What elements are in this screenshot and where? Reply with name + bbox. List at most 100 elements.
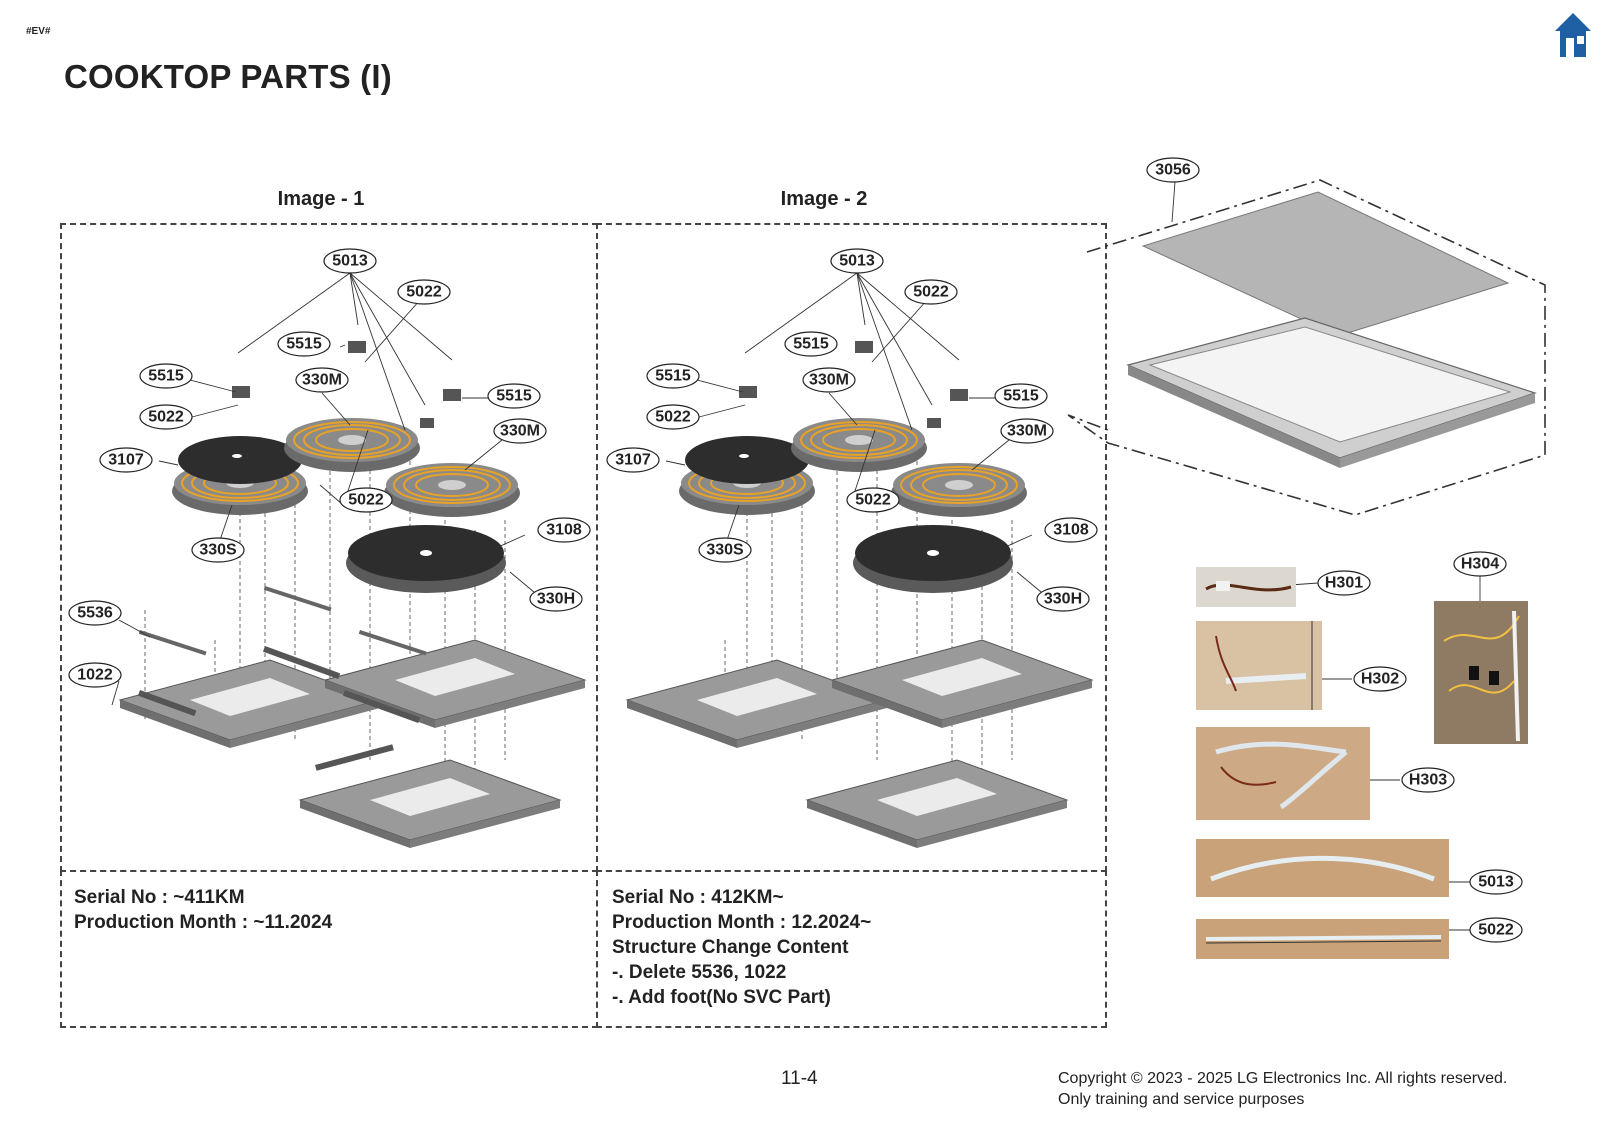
harness-photo-5013 — [1196, 839, 1449, 897]
svg-text:3108: 3108 — [1053, 522, 1089, 539]
label-5536[interactable]: 5536 — [68, 600, 122, 626]
label-1022[interactable]: 1022 — [68, 662, 122, 688]
image-2-notes: Serial No : 412KM~ Production Month : 12… — [612, 885, 871, 1010]
svg-text:330H: 330H — [537, 591, 575, 608]
label-5022[interactable]: 5022 — [846, 487, 900, 513]
label-H303[interactable]: H303 — [1401, 767, 1455, 793]
svg-text:3056: 3056 — [1155, 162, 1191, 179]
label-3056[interactable]: 3056 — [1146, 157, 1200, 183]
production-month-note: Production Month : 12.2024~ — [612, 912, 872, 933]
label-330S[interactable]: 330S — [191, 537, 245, 563]
label-5515[interactable]: 5515 — [646, 363, 700, 389]
label-5022[interactable]: 5022 — [397, 279, 451, 305]
svg-text:5536: 5536 — [77, 605, 113, 622]
image-2-note-frame — [596, 870, 1107, 1028]
label-5013-harness[interactable]: 5013 — [1469, 869, 1523, 895]
structure-change-note: Structure Change Content — [612, 937, 849, 958]
svg-text:5515: 5515 — [148, 368, 184, 385]
svg-text:H301: H301 — [1325, 575, 1363, 592]
label-330H[interactable]: 330H — [1036, 586, 1090, 612]
harness-labels: H301 H302 H303 H304 5013 5022 — [1317, 551, 1523, 943]
svg-text:5515: 5515 — [793, 336, 829, 353]
svg-text:5013: 5013 — [332, 253, 368, 270]
svg-text:330S: 330S — [199, 542, 237, 559]
copyright-line-1: Copyright © 2023 - 2025 LG Electronics I… — [1058, 1070, 1508, 1087]
add-foot-note: -. Add foot(No SVC Part) — [612, 987, 831, 1008]
label-5515[interactable]: 5515 — [784, 331, 838, 357]
svg-text:5022: 5022 — [1478, 922, 1514, 939]
harness-photo-h303 — [1196, 727, 1370, 820]
svg-text:5013: 5013 — [1478, 874, 1514, 891]
copyright-line-2: Only training and service purposes — [1058, 1091, 1305, 1108]
harness-photo-5022 — [1196, 919, 1449, 959]
svg-text:330M: 330M — [302, 372, 342, 389]
label-330M[interactable]: 330M — [295, 367, 349, 393]
image-1-notes: Serial No : ~411KM Production Month : ~1… — [74, 885, 332, 935]
page-number: 11-4 — [781, 1068, 818, 1089]
svg-text:3108: 3108 — [546, 522, 582, 539]
label-330S[interactable]: 330S — [698, 537, 752, 563]
svg-text:5515: 5515 — [1003, 388, 1039, 405]
page-title: COOKTOP PARTS (I) — [64, 58, 392, 95]
production-month-note: Production Month : ~11.2024 — [74, 912, 333, 933]
svg-text:5022: 5022 — [348, 492, 384, 509]
svg-text:330M: 330M — [809, 372, 849, 389]
image-2-title: Image - 2 — [780, 188, 868, 210]
document-tag: #EV# — [26, 26, 51, 37]
glass-top-diagram — [1067, 179, 1546, 516]
svg-text:H302: H302 — [1361, 671, 1399, 688]
image-1-diagram: 5013 5022 5515 5515 330M 5515 5022 330M … — [68, 248, 591, 849]
label-3107[interactable]: 3107 — [99, 447, 153, 473]
svg-text:5022: 5022 — [913, 284, 949, 301]
label-H301[interactable]: H301 — [1317, 570, 1371, 596]
label-330M[interactable]: 330M — [493, 418, 547, 444]
image-2-diagram: 5013 5022 5515 5515 330M 5515 5022 330M … — [606, 248, 1098, 849]
label-5515[interactable]: 5515 — [994, 383, 1048, 409]
label-5515[interactable]: 5515 — [277, 331, 331, 357]
label-5022[interactable]: 5022 — [904, 279, 958, 305]
label-5013[interactable]: 5013 — [830, 248, 884, 274]
svg-text:5515: 5515 — [496, 388, 532, 405]
label-5022[interactable]: 5022 — [139, 404, 193, 430]
svg-text:330H: 330H — [1044, 591, 1082, 608]
svg-text:330S: 330S — [706, 542, 744, 559]
label-5022[interactable]: 5022 — [339, 487, 393, 513]
svg-text:5022: 5022 — [655, 409, 691, 426]
harness-photo-h302 — [1196, 621, 1322, 710]
harness-photo-h301 — [1196, 567, 1296, 607]
svg-text:5515: 5515 — [286, 336, 322, 353]
svg-text:3107: 3107 — [108, 452, 144, 469]
copyright: Copyright © 2023 - 2025 LG Electronics I… — [1058, 1068, 1507, 1110]
label-330M[interactable]: 330M — [802, 367, 856, 393]
home-icon[interactable] — [1554, 12, 1592, 58]
label-3107[interactable]: 3107 — [606, 447, 660, 473]
svg-text:5022: 5022 — [148, 409, 184, 426]
label-3108[interactable]: 3108 — [1044, 517, 1098, 543]
label-5013[interactable]: 5013 — [323, 248, 377, 274]
svg-text:330M: 330M — [500, 423, 540, 440]
svg-text:3107: 3107 — [615, 452, 651, 469]
label-5022-harness[interactable]: 5022 — [1469, 917, 1523, 943]
svg-text:5022: 5022 — [855, 492, 891, 509]
svg-text:1022: 1022 — [77, 667, 113, 684]
serial-note: Serial No : 412KM~ — [612, 887, 784, 908]
label-330M[interactable]: 330M — [1000, 418, 1054, 444]
serial-note: Serial No : ~411KM — [74, 887, 245, 908]
label-H302[interactable]: H302 — [1353, 666, 1407, 692]
label-5515[interactable]: 5515 — [487, 383, 541, 409]
image-1-title: Image - 1 — [277, 188, 365, 210]
svg-text:H303: H303 — [1409, 772, 1447, 789]
svg-text:5013: 5013 — [839, 253, 875, 270]
label-5022[interactable]: 5022 — [646, 404, 700, 430]
label-H304[interactable]: H304 — [1453, 551, 1507, 577]
label-3108[interactable]: 3108 — [537, 517, 591, 543]
image-1-labels: 5013 5022 5515 5515 330M 5515 5022 330M … — [68, 248, 591, 688]
label-330H[interactable]: 330H — [529, 586, 583, 612]
delete-note: -. Delete 5536, 1022 — [612, 962, 787, 983]
svg-text:5515: 5515 — [655, 368, 691, 385]
svg-text:5022: 5022 — [406, 284, 442, 301]
svg-text:H304: H304 — [1461, 556, 1499, 573]
image-2-labels: 5013 5022 5515 5515 330M 5515 5022 330M … — [606, 248, 1098, 612]
label-5515[interactable]: 5515 — [139, 363, 193, 389]
harness-photo-h304 — [1434, 601, 1528, 744]
